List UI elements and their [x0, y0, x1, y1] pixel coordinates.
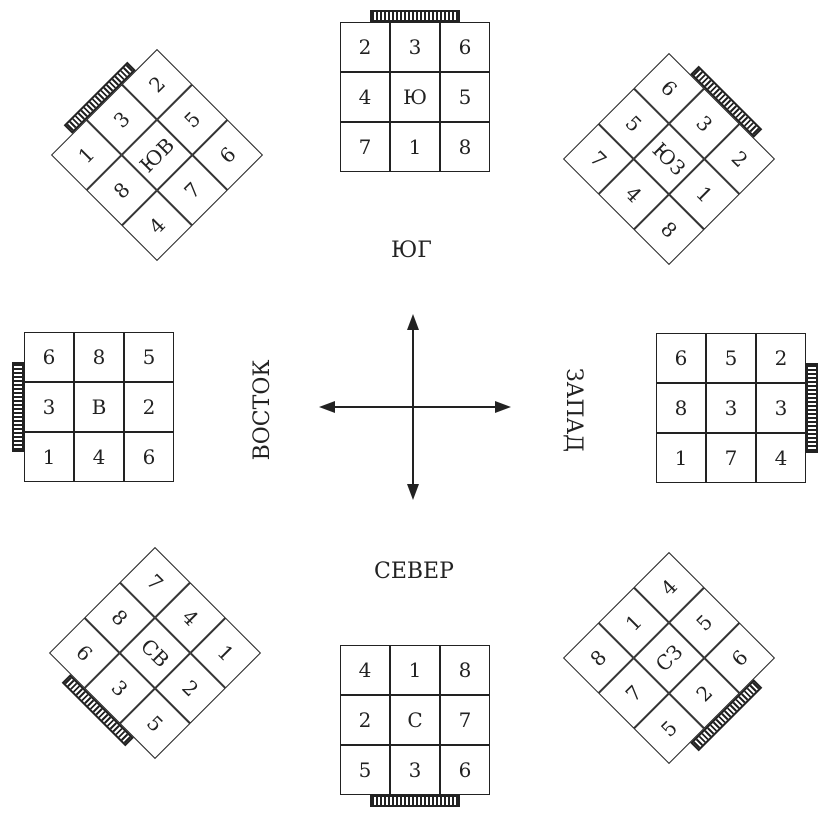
grid-cell: 8	[440, 645, 490, 695]
grid-cell: 2	[340, 22, 390, 72]
grid-handle	[806, 363, 818, 453]
grid-handle	[370, 10, 460, 22]
grid-cell: 6	[24, 332, 74, 382]
grid-cell: 5	[124, 332, 174, 382]
grid-cell: Ю	[390, 72, 440, 122]
grid-cell: 6	[440, 22, 490, 72]
grid-cell: 8	[74, 332, 124, 382]
grid-cell: 3	[390, 745, 440, 795]
grid-cell: 2	[340, 695, 390, 745]
grid-cell: 1	[390, 122, 440, 172]
grid-cell: 1	[390, 645, 440, 695]
grid-cell: 5	[440, 72, 490, 122]
grid-cell: 8	[440, 122, 490, 172]
grid-cell: 3	[706, 383, 756, 433]
arrow-right-icon	[495, 401, 511, 413]
grid-cell: 7	[440, 695, 490, 745]
grid-cell: 6	[124, 432, 174, 482]
label-north: СЕВЕР	[374, 559, 454, 584]
grid-cell: 3	[756, 383, 806, 433]
grid-handle	[370, 795, 460, 807]
grid-cell: 5	[340, 745, 390, 795]
label-west: ЗАПАД	[561, 367, 586, 453]
grid-cell: 7	[706, 433, 756, 483]
grid-cell: 2	[124, 382, 174, 432]
grid-cell: 5	[706, 333, 756, 383]
grid-cell: 1	[24, 432, 74, 482]
grid-cell: 4	[340, 72, 390, 122]
grid-cell: С	[390, 695, 440, 745]
grid-handle	[12, 362, 24, 452]
arrow-down-icon	[407, 484, 419, 500]
grid-cell: 1	[656, 433, 706, 483]
label-east: ВОСТОК	[250, 359, 275, 461]
grid-cell: 6	[656, 333, 706, 383]
arrow-up-icon	[407, 314, 419, 330]
grid-cell: 4	[340, 645, 390, 695]
grid-cell: 6	[440, 745, 490, 795]
grid-cell: 4	[74, 432, 124, 482]
grid-cell: 3	[24, 382, 74, 432]
grid-cell: 8	[656, 383, 706, 433]
arrow-left-icon	[319, 401, 335, 413]
grid-cell: 7	[340, 122, 390, 172]
label-south: ЮГ	[391, 238, 432, 263]
grid-cell: 2	[756, 333, 806, 383]
grid-cell: 3	[390, 22, 440, 72]
grid-cell: 4	[756, 433, 806, 483]
grid-cell: В	[74, 382, 124, 432]
